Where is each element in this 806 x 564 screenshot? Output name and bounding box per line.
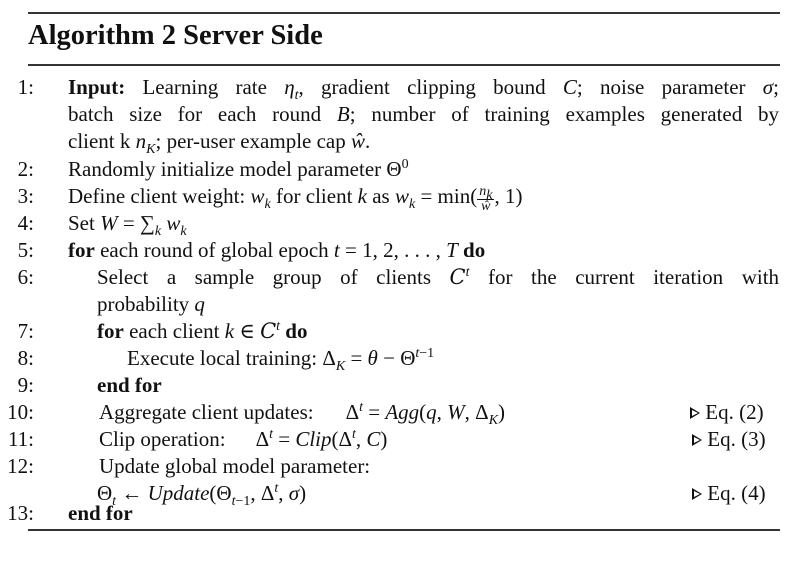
- top-rule: [28, 12, 780, 14]
- line-number: 11:: [7, 427, 34, 451]
- algorithm-title: Algorithm 2 Server Side: [28, 20, 323, 51]
- line-text: Aggregate client updates:Δt = Agg(q, W, …: [99, 400, 506, 429]
- comment-triangle-icon: [692, 488, 702, 500]
- line-text: Clip operation:Δt = Clip(Δt, C): [99, 427, 388, 451]
- algorithm-line-4: 4: Set W = ∑k wk: [0, 210, 780, 240]
- line-comment: Eq. (2): [690, 399, 764, 426]
- line-text: Set W = ∑k wk: [68, 211, 187, 240]
- algorithm-line-8: 8: Execute local training: ΔK = θ − Θt−1: [0, 345, 780, 375]
- line-text: probability q: [97, 292, 205, 316]
- line-text: Define client weight: wk for client k as…: [68, 184, 523, 214]
- algorithm-line-12: 12: Update global model parameter:: [0, 453, 780, 480]
- line-number: 1:: [17, 75, 34, 99]
- algorithm-line-1-cont: batch size for each round B; number of t…: [0, 101, 780, 128]
- line-number: 3:: [17, 184, 34, 208]
- line-text: Update global model parameter:: [99, 454, 371, 478]
- algorithm-line-1-cont2: client k nK; per-user example cap ŵ.: [0, 128, 780, 158]
- line-text: Execute local training: ΔK = θ − Θt−1: [127, 346, 435, 375]
- algorithm-line-6-cont: probability q: [0, 291, 780, 318]
- bottom-rule: [28, 529, 780, 531]
- line-text: batch size for each round B; number of t…: [68, 102, 780, 126]
- algorithm-line-6: 6: Select a sample group of clients Ct f…: [0, 264, 780, 291]
- algorithm-line-10: 10: Aggregate client updates:Δt = Agg(q,…: [0, 399, 780, 429]
- line-text: for each round of global epoch t = 1, 2,…: [68, 238, 486, 262]
- algorithm-line-3: 3: Define client weight: wk for client k…: [0, 183, 780, 214]
- algorithm-line-11: 11: Clip operation:Δt = Clip(Δt, C) Eq. …: [0, 426, 780, 453]
- line-number: 13:: [7, 501, 34, 525]
- algorithm-line-5: 5: for each round of global epoch t = 1,…: [0, 237, 780, 264]
- algorithm-line-7: 7: for each client k ∈ Ct do: [0, 318, 780, 345]
- line-comment: Eq. (4): [692, 480, 766, 507]
- line-text: Θt ← Update(Θt−1, Δt, σ): [97, 481, 307, 510]
- line-number: 2:: [17, 157, 34, 181]
- title-rule: [28, 64, 780, 66]
- line-text: for each client k ∈ Ct do: [97, 319, 308, 343]
- line-comment: Eq. (3): [692, 426, 766, 453]
- line-number: 10:: [7, 400, 34, 424]
- line-number: 12:: [7, 454, 34, 478]
- algorithm-line-2: 2: Randomly initialize model parameter Θ…: [0, 156, 780, 183]
- comment-triangle-icon: [690, 407, 700, 419]
- line-number: 9:: [17, 373, 34, 397]
- line-number: 8:: [17, 346, 34, 370]
- line-text: client k nK; per-user example cap ŵ.: [68, 129, 371, 158]
- line-number: 7:: [17, 319, 34, 343]
- line-number: 4:: [17, 211, 34, 235]
- algorithm-line-9: 9: end for: [0, 372, 780, 399]
- algorithm-line-12-cont: Θt ← Update(Θt−1, Δt, σ) Eq. (4): [0, 480, 780, 510]
- line-text: Randomly initialize model parameter Θ0: [68, 157, 409, 181]
- algorithm-line-13: 13: end for: [0, 500, 780, 527]
- line-number: 6:: [17, 265, 34, 289]
- line-text: Select a sample group of clients Ct for …: [97, 265, 780, 289]
- line-number: 5:: [17, 238, 34, 262]
- algorithm-line-1: 1: Input: Learning rate ηt, gradient cli…: [0, 74, 780, 104]
- comment-triangle-icon: [692, 434, 702, 446]
- line-text: Input: Learning rate ηt, gradient clippi…: [68, 75, 779, 104]
- line-text: end for: [68, 501, 133, 525]
- line-text: end for: [97, 373, 162, 397]
